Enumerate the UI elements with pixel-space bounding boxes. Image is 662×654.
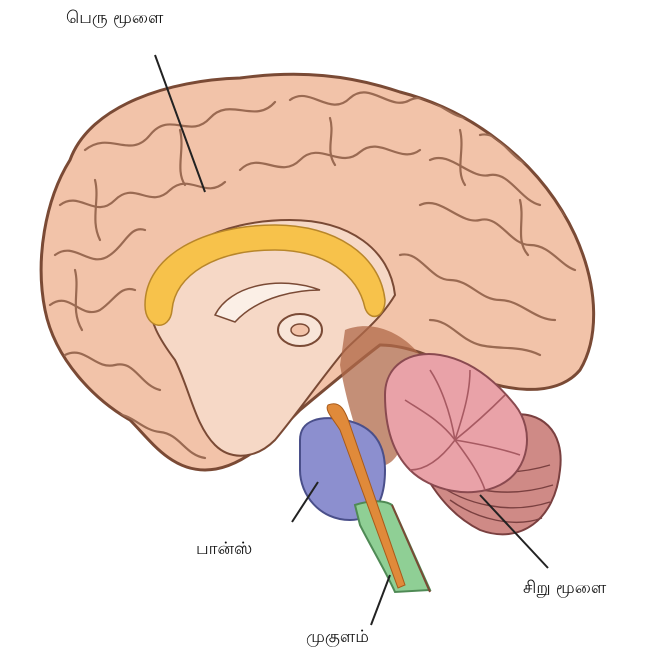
- cerebrum-label: பெரு மூளை: [66, 10, 163, 27]
- thalamus-core: [291, 324, 309, 336]
- cerebellum-label: சிறு மூளை: [523, 580, 606, 597]
- medulla-leader-line: [371, 575, 390, 625]
- medulla-shape: [355, 501, 430, 592]
- pons-label: பான்ஸ்: [196, 541, 252, 558]
- medulla-label: முகுளம்: [306, 629, 369, 646]
